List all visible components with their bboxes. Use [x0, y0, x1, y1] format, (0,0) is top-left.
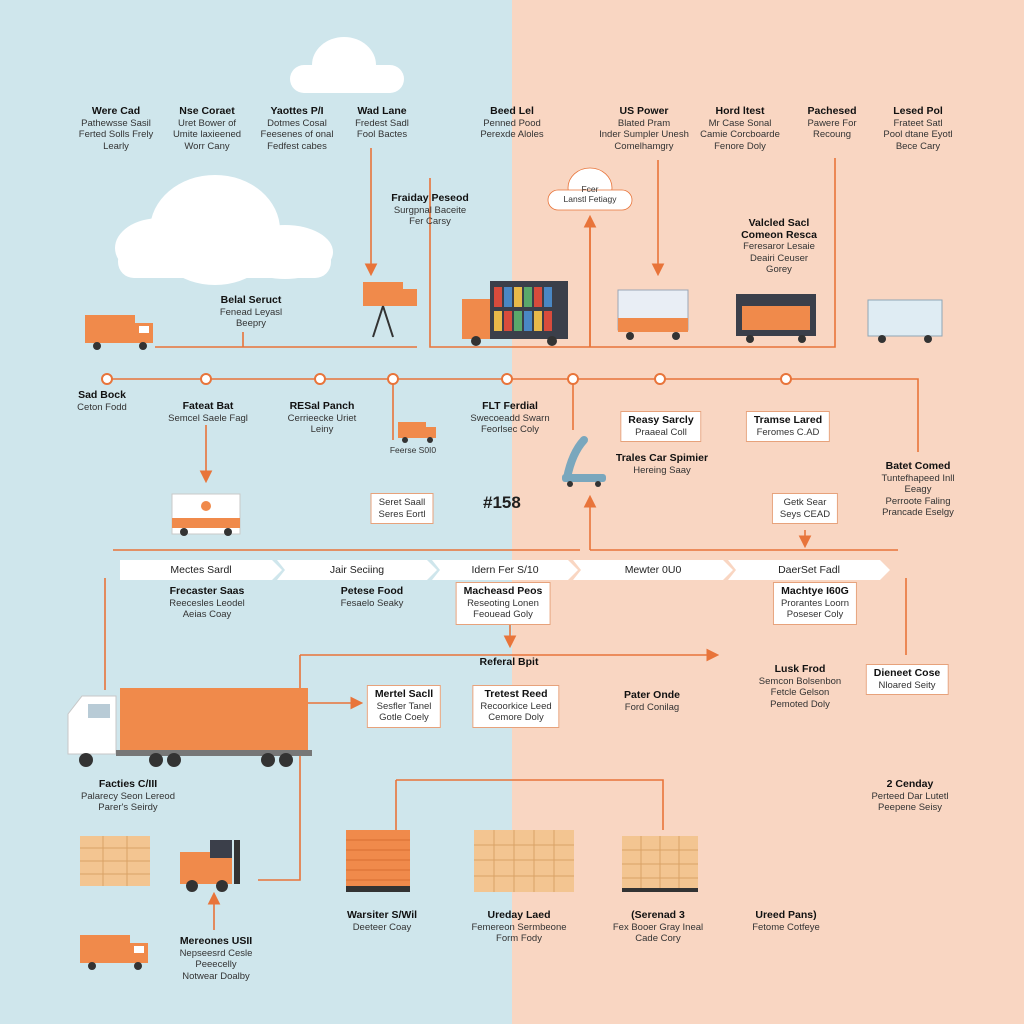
truck-icon-crane: [363, 282, 417, 338]
trailer-icon: [867, 299, 943, 343]
book-truck-icon: [462, 281, 568, 346]
forklift-icon: [180, 840, 240, 892]
cargo-truck-icon-1: [617, 289, 689, 340]
timeline-nodes: [101, 373, 792, 385]
process-step-3: Idern Fer S/10: [432, 560, 578, 580]
cloud-icon-large: [115, 175, 333, 285]
cargo-box-icon: [346, 830, 410, 892]
pallet-stack-icon-3: [622, 836, 698, 892]
label-referal: Referal Bpit: [479, 656, 539, 668]
badge-number: #158: [483, 493, 521, 512]
label-fense: Feerse S0I0: [389, 445, 437, 455]
process-step-4: Mewter 0U0: [573, 560, 733, 580]
process-step-1: Mectes Sardl: [120, 560, 282, 580]
robot-arm-icon: [562, 436, 606, 487]
cloud-icon-small: [547, 167, 633, 211]
process-step-2: Jair Seciing: [277, 560, 437, 580]
container-icon: [171, 493, 241, 536]
delivery-truck-icon: [80, 935, 148, 970]
cloud-icon-top: [290, 37, 404, 93]
label-ureed: Ureed Pans)Fetome Cotfeye: [752, 909, 820, 933]
cargo-truck-icon-2: [736, 294, 816, 343]
pallet-stack-icon-2: [474, 830, 574, 892]
process-step-5: DaerSet Fadl: [728, 560, 890, 580]
semi-truck-icon: [67, 688, 312, 767]
mini-truck-icon: [398, 422, 436, 443]
truck-icon-retail: [85, 315, 153, 350]
pallet-stack-icon-1: [80, 836, 150, 886]
